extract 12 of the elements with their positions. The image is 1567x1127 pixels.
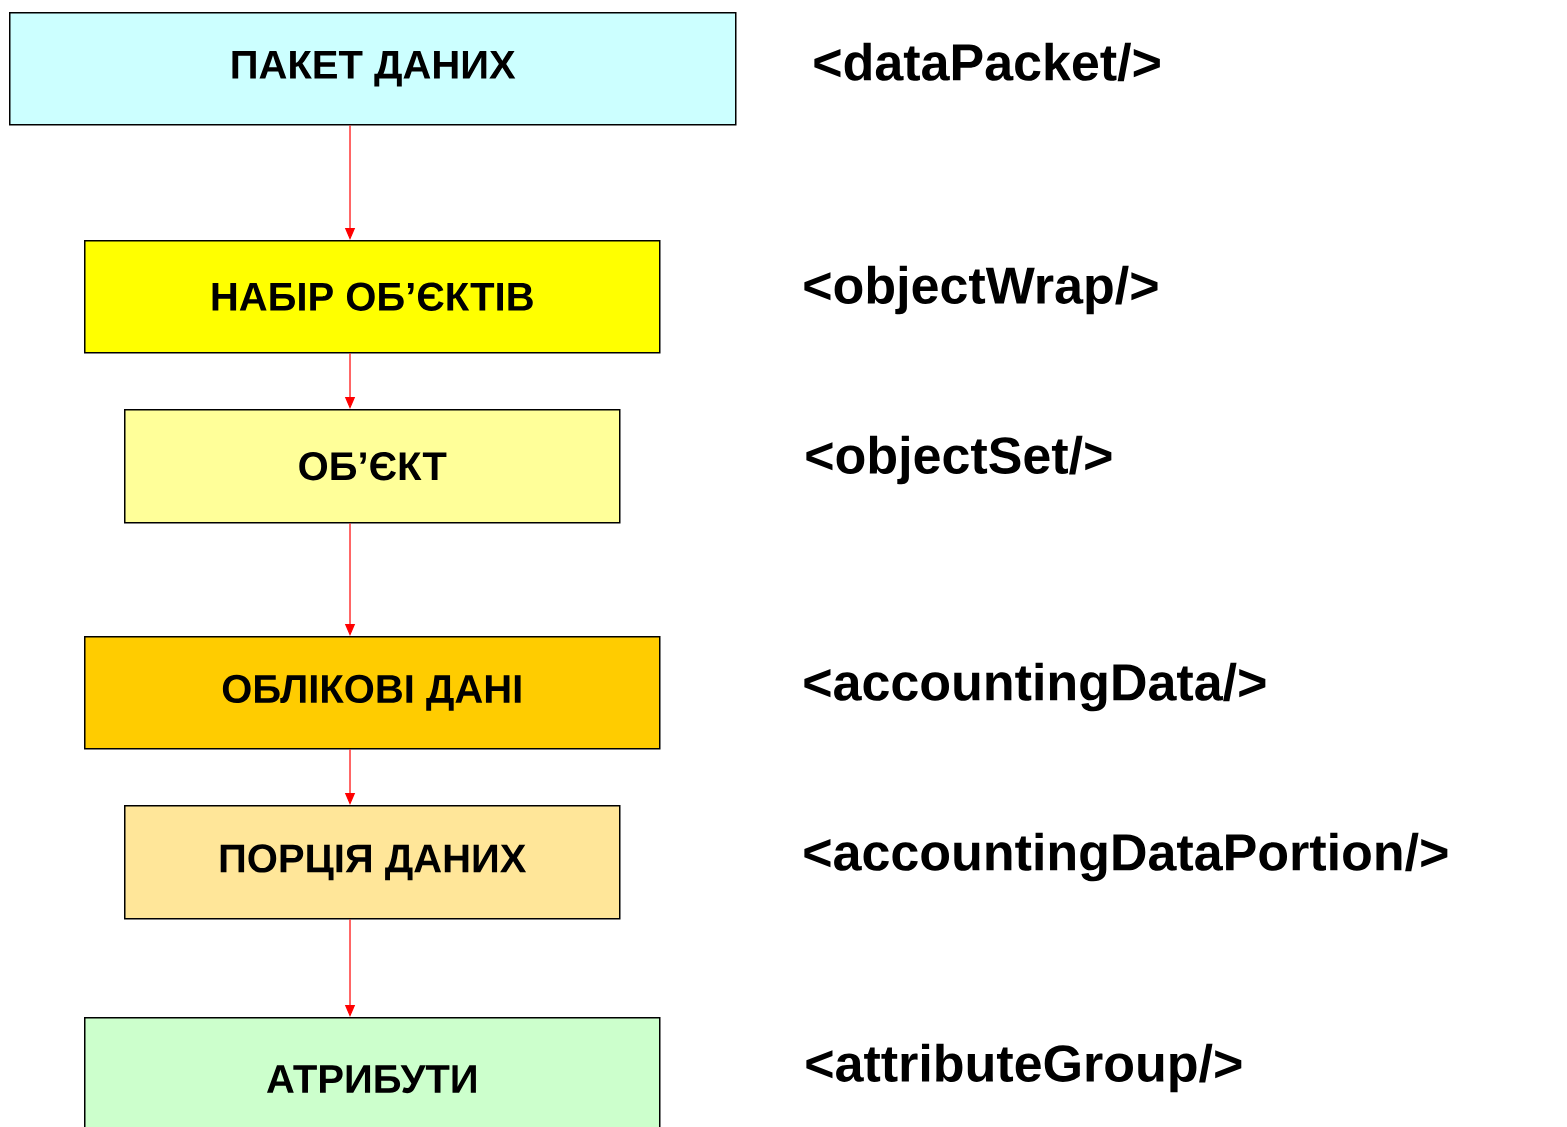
process-box: НАБІР ОБ’ЄКТІВ [84,240,661,354]
process-box: ПАКЕТ ДАНИХ [9,12,737,126]
xml-tag: <dataPacket/> [814,42,1160,82]
xml-tag: <accountingDataPortion/> [804,832,1448,882]
process-box: ОБЛІКОВІ ДАНІ [84,636,661,750]
process-box: АТРИБУТИ [84,1017,661,1127]
xml-tag: <accountingData/> [804,662,1266,712]
xml-tag: <objectSet/> [806,435,1112,485]
xml-tag: <objectWrap/> [804,265,1158,315]
xml-tag: <attributeGroup/> [806,1043,1242,1093]
process-box: ПОРЦІЯ ДАНИХ [124,805,621,920]
process-box: ОБ’ЄКТ [124,409,621,524]
